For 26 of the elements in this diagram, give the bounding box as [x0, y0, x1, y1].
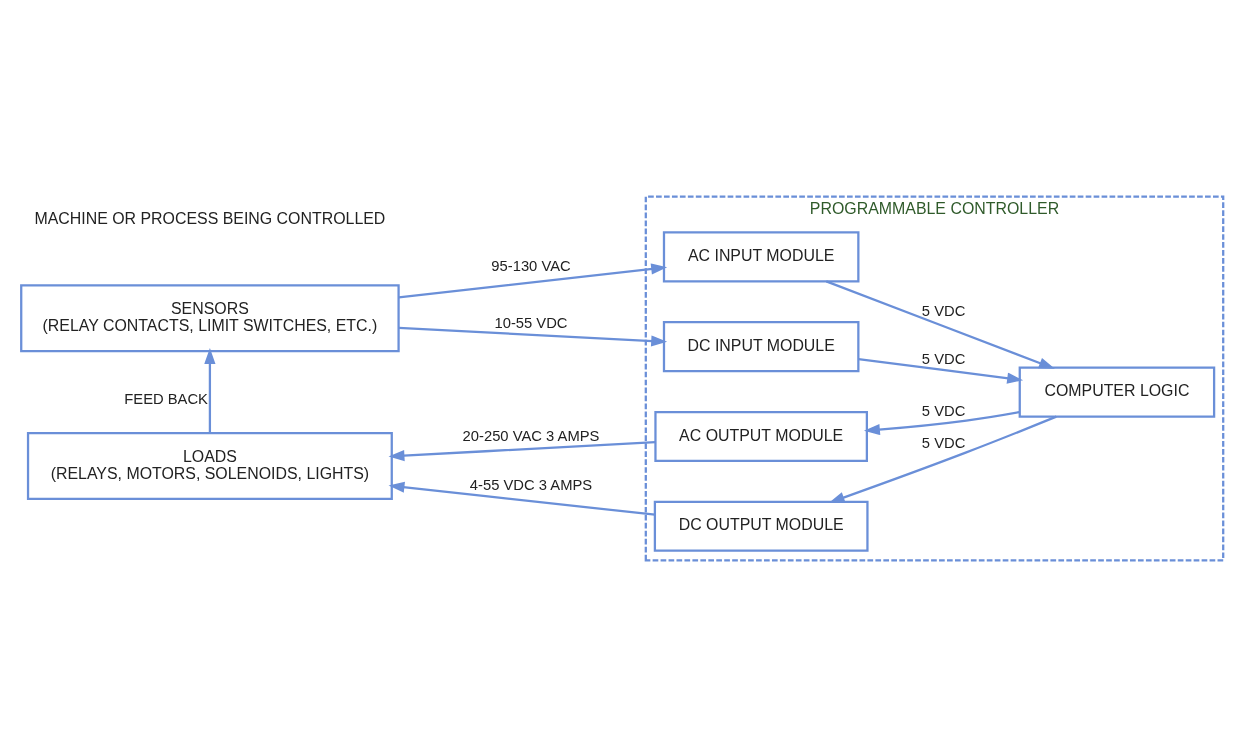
- arrow: [863, 410, 1020, 435]
- edge-label: 5 VDC: [921, 402, 966, 419]
- edge-label: FEED BACK: [124, 390, 208, 407]
- node-box: AC OUTPUT MODULE: [654, 410, 868, 462]
- arrow: [204, 347, 216, 433]
- arrow: [388, 440, 656, 461]
- edge-label: 95-130 VAC: [491, 257, 571, 274]
- edge-label: 5 VDC: [921, 434, 966, 451]
- edge-label: 4-55 VDC 3 AMPS: [469, 476, 593, 493]
- arrow: [825, 279, 1055, 369]
- label: MACHINE OR PROCESS BEING CONTROLLED: [34, 209, 386, 227]
- node-box: SENSORS (RELAY CONTACTS, LIMIT SWITCHES, ETC.): [20, 283, 400, 352]
- node-box: COMPUTER LOGIC: [1018, 366, 1216, 418]
- node-box: AC INPUT MODULE: [662, 230, 860, 282]
- node-box: DC INPUT MODULE: [662, 320, 860, 372]
- arrow: [858, 357, 1024, 384]
- arrow: [398, 263, 668, 298]
- arrow: [398, 326, 668, 347]
- edge-label: 5 VDC: [921, 302, 966, 319]
- edge-label: 10-55 VDC: [494, 314, 568, 331]
- edge-label: 20-250 VAC 3 AMPS: [462, 427, 600, 444]
- edge-label: 5 VDC: [921, 350, 966, 367]
- arrow: [388, 481, 655, 516]
- node-box: DC OUTPUT MODULE: [653, 500, 869, 552]
- node-box: LOADS (RELAYS, MOTORS, SOLENOIDS, LIGHTS): [26, 431, 393, 500]
- arrow: [828, 415, 1057, 503]
